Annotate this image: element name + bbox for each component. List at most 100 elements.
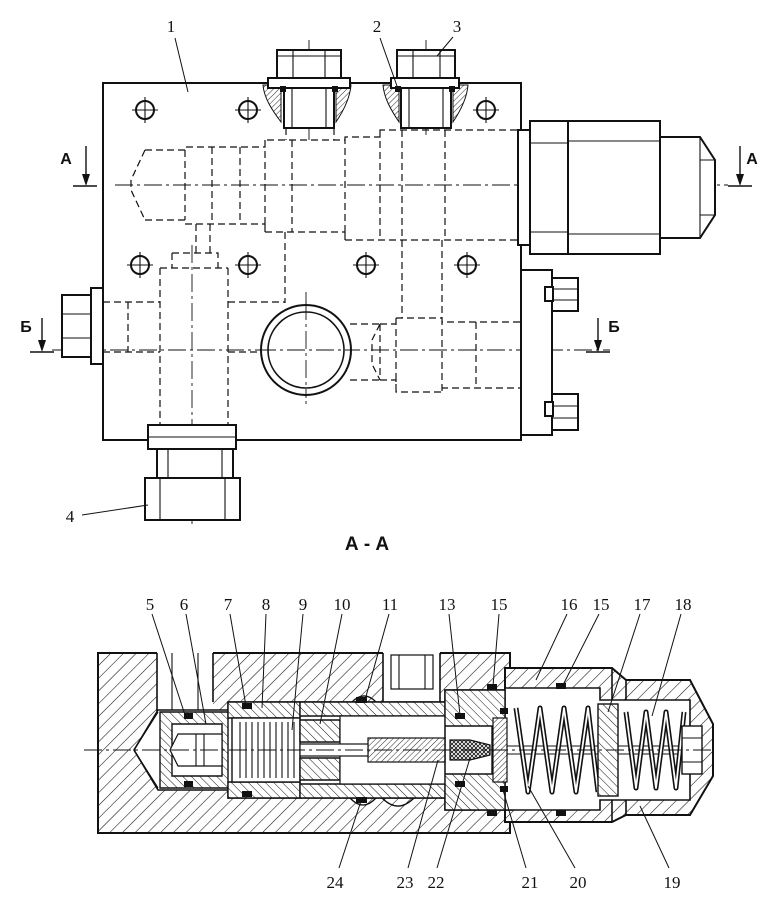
- bolt-hole: [127, 252, 153, 278]
- hidden-channel-left: [159, 252, 229, 425]
- plan-view: А А Б Б 1 2 3: [20, 17, 758, 528]
- right-cartridge: [517, 120, 716, 255]
- plug-flange: [90, 287, 104, 365]
- o-ring: [242, 703, 252, 709]
- o-ring: [556, 683, 566, 689]
- callout-4: 4: [66, 504, 149, 526]
- port-plug: [390, 654, 434, 690]
- cartridge-end: [659, 136, 716, 239]
- callout-10: 10: [319, 595, 351, 725]
- callout-8: 8: [261, 595, 270, 709]
- callout-18: 18: [651, 595, 692, 717]
- callout-number: 18: [675, 595, 692, 614]
- callout-21: 21: [502, 789, 539, 892]
- o-ring: [184, 713, 193, 719]
- callout-number: 1: [167, 17, 176, 36]
- cartridge-nut: [529, 120, 569, 255]
- callout-number: 15: [491, 595, 508, 614]
- hidden-channel-vertical: [284, 232, 443, 318]
- section-marker-a-left: А: [60, 146, 97, 187]
- callout-number: 10: [334, 595, 351, 614]
- callout-11: 11: [364, 595, 398, 701]
- port-circle: [258, 302, 354, 398]
- bolt-hole: [353, 252, 379, 278]
- o-ring: [455, 781, 465, 787]
- callout-number: 21: [522, 873, 539, 892]
- callout-number: 2: [373, 17, 382, 36]
- callout-7: 7: [224, 595, 247, 707]
- callout-24: 24: [327, 800, 362, 892]
- callout-6: 6: [180, 595, 207, 725]
- callout-number: 15: [593, 595, 610, 614]
- callout-22: 22: [428, 757, 471, 892]
- bolt-washer: [544, 286, 554, 302]
- top-fitting-left: [262, 49, 352, 129]
- callout-15-cap: 15: [562, 595, 610, 686]
- seat-sleeve-13: [444, 689, 506, 811]
- plate-bolt-bottom: [551, 393, 579, 431]
- section-marker-a-right: А: [728, 146, 758, 187]
- section-letter: А: [60, 151, 72, 168]
- fitting-hex: [276, 49, 342, 79]
- spring-18: [623, 709, 687, 791]
- left-plug: [61, 287, 104, 365]
- callout-17: 17: [607, 595, 652, 713]
- callout-number: 11: [382, 595, 398, 614]
- section-title: А - А: [345, 534, 390, 555]
- callout-number: 17: [634, 595, 652, 614]
- port-top: [383, 652, 440, 704]
- o-ring: [332, 86, 338, 92]
- callout-9: 9: [291, 595, 308, 731]
- cutaway-wall: [452, 84, 469, 124]
- drain-grooves: [349, 695, 415, 807]
- o-ring: [500, 708, 508, 714]
- bottom-fitting: [144, 424, 241, 521]
- section-letter: Б: [608, 319, 620, 336]
- bolt-hole: [132, 97, 158, 123]
- callout-5: 5: [146, 595, 187, 719]
- o-ring: [449, 86, 455, 92]
- callout-2: 2: [373, 17, 398, 87]
- callout-number: 5: [146, 595, 155, 614]
- o-ring: [242, 791, 252, 797]
- cutaway-wall: [262, 84, 282, 124]
- callout-number: 16: [561, 595, 578, 614]
- callout-16: 16: [535, 595, 578, 681]
- callout-number: 23: [397, 873, 414, 892]
- callout-number: 7: [224, 595, 233, 614]
- callout-20: 20: [527, 785, 587, 892]
- section-marker-b-left: Б: [20, 318, 54, 353]
- bolt-hole: [235, 97, 261, 123]
- section-view-a-a: 5 6 7 8 9 10 11 13: [84, 595, 714, 892]
- plate-bolt-top: [551, 277, 579, 312]
- fitting-flange: [390, 77, 460, 89]
- o-ring: [184, 781, 193, 787]
- callout-number: 9: [299, 595, 308, 614]
- callout-number: 22: [428, 873, 445, 892]
- callout-1: 1: [167, 17, 189, 93]
- o-ring: [280, 86, 286, 92]
- callout-23: 23: [397, 759, 439, 892]
- section-letter: А: [746, 151, 758, 168]
- o-ring: [556, 810, 566, 816]
- callout-13: 13: [439, 595, 461, 716]
- o-ring: [487, 810, 497, 816]
- callout-number: 6: [180, 595, 189, 614]
- callout-19: 19: [639, 805, 681, 892]
- callout-number: 3: [453, 17, 462, 36]
- bolt-hole: [454, 252, 480, 278]
- callout-number: 20: [570, 873, 587, 892]
- o-ring: [500, 786, 508, 792]
- plug-hex: [61, 294, 92, 358]
- port-left: [157, 652, 213, 712]
- section-letter: Б: [20, 319, 32, 336]
- o-ring: [356, 697, 367, 703]
- callout-number: 4: [66, 507, 75, 526]
- hidden-bore-b: [103, 301, 521, 393]
- callout-15: 15: [491, 595, 508, 687]
- cartridge-neck: [517, 129, 531, 246]
- o-ring: [356, 797, 367, 803]
- bolt-hole: [235, 252, 261, 278]
- section-marker-b-right: Б: [586, 318, 620, 353]
- o-ring: [487, 684, 497, 690]
